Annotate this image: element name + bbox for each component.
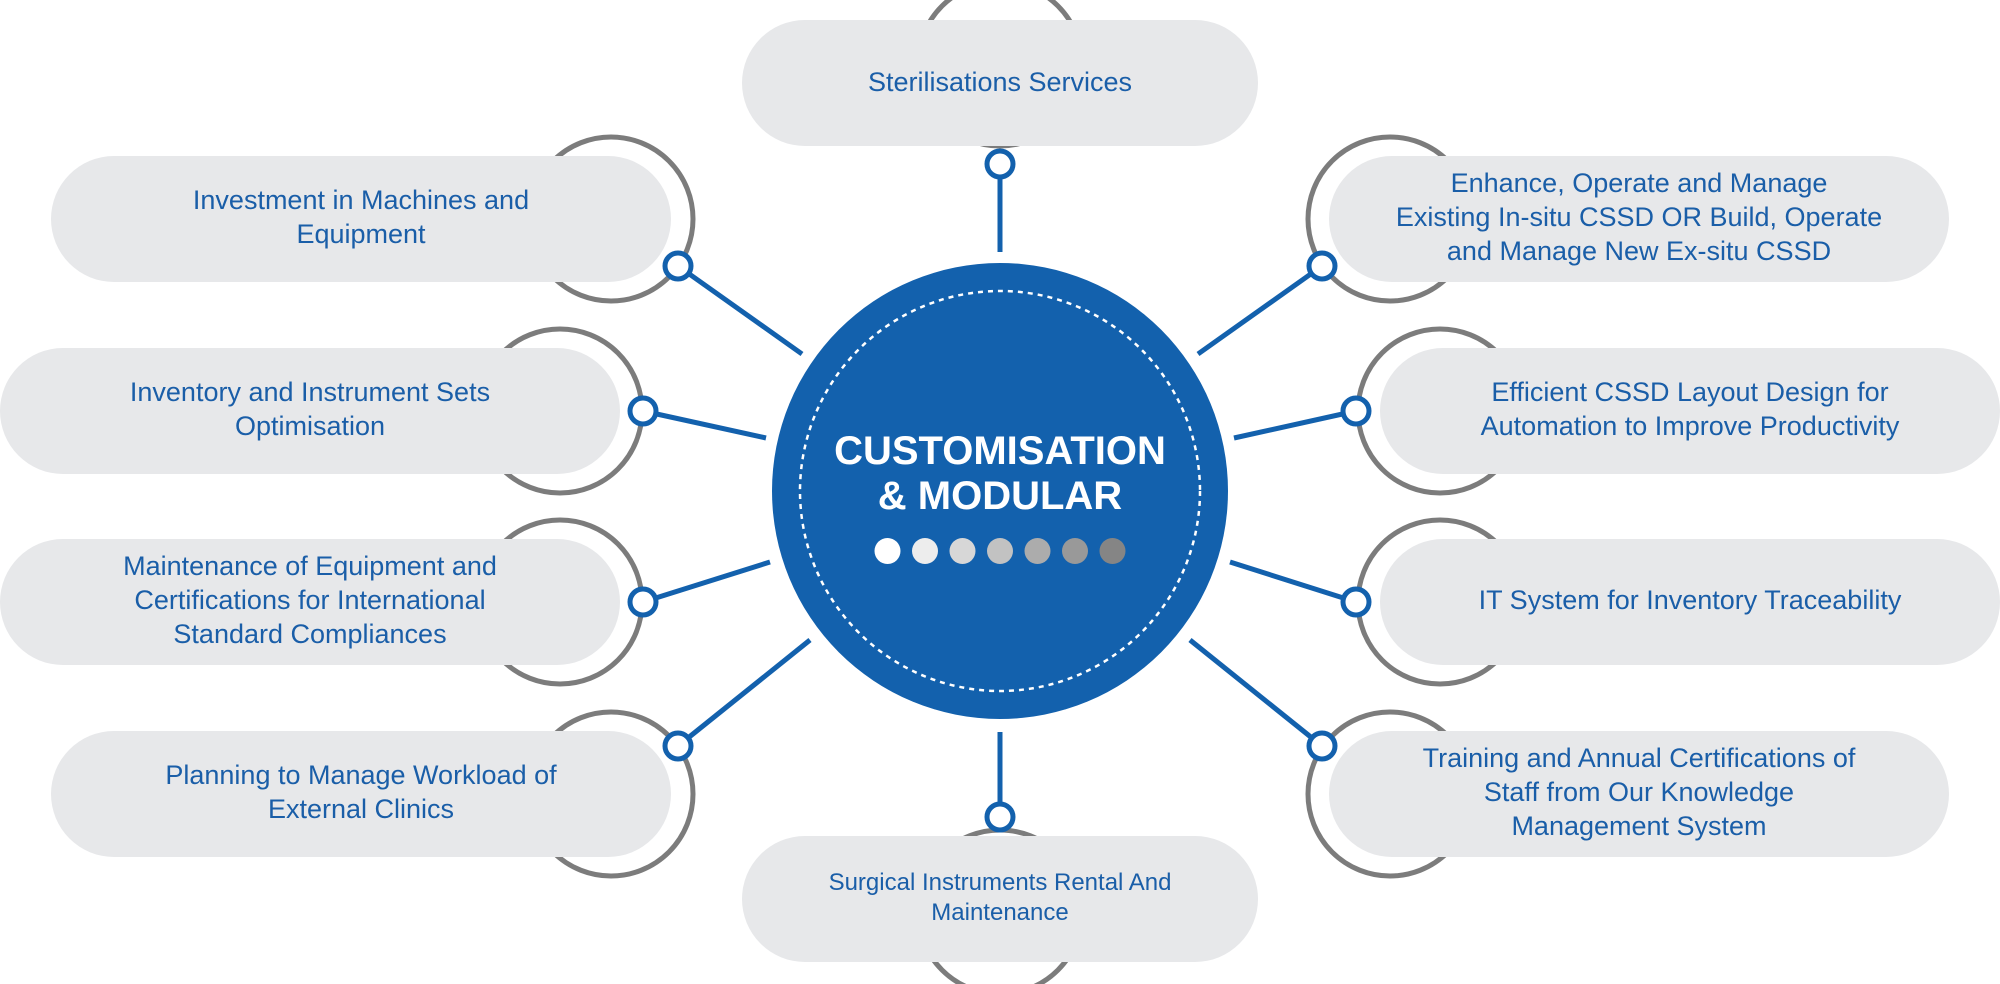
connector-node xyxy=(984,148,1016,180)
service-sterilisation-services: Sterilisations Services xyxy=(742,20,1258,146)
service-label-line: Equipment xyxy=(296,219,426,249)
service-pill xyxy=(742,20,1258,146)
service-pill xyxy=(51,156,671,282)
connector-line xyxy=(642,408,767,441)
service-label-line: Management System xyxy=(1511,811,1766,841)
service-label-line: Staff from Our Knowledge xyxy=(1484,777,1794,807)
service-label-line: Maintenance xyxy=(931,899,1068,926)
service-pill xyxy=(0,348,620,474)
hub-dashed-ring xyxy=(798,289,1202,693)
service-label: Training and Annual Certifications of Sta… xyxy=(1423,743,1856,841)
connector-node xyxy=(662,730,694,762)
hub-dot xyxy=(949,538,976,564)
service-label-line: Enhance, Operate and Manage xyxy=(1451,168,1828,198)
service-label: Planning to Manage Workload of External C… xyxy=(165,760,557,824)
service-label-line: and Manage New Ex-situ CSSD xyxy=(1447,236,1831,266)
hub-dot xyxy=(1099,538,1126,564)
hub-dot xyxy=(1024,538,1051,564)
hub-title-line: & MODULAR xyxy=(878,474,1123,518)
connector-node xyxy=(984,801,1016,833)
service-label-line: Certifications for International xyxy=(134,585,485,615)
service-label-line: Efficient CSSD Layout Design for xyxy=(1491,377,1888,407)
service-label-line: Inventory and Instrument Sets xyxy=(130,377,490,407)
connector-node xyxy=(627,586,659,618)
service-pill xyxy=(1380,348,2000,474)
service-training-certifications: Training and Annual Certifications of Sta… xyxy=(1329,731,1949,857)
hub-circle xyxy=(772,263,1228,719)
service-label-line: External Clinics xyxy=(268,794,454,824)
service-pill xyxy=(1380,539,2000,665)
connector-node xyxy=(1306,250,1338,282)
service-label-line: Investment in Machines and xyxy=(193,185,529,215)
hub-dot xyxy=(987,538,1013,564)
hub-dot xyxy=(912,538,938,564)
connector-line xyxy=(1233,408,1357,441)
connector-node xyxy=(1306,730,1338,762)
service-planning-workload: Planning to Manage Workload of External C… xyxy=(51,731,671,857)
service-label: Sterilisations Services xyxy=(868,67,1132,97)
service-label-line: Training and Annual Certifications of xyxy=(1423,743,1856,773)
service-label-line: Standard Compliances xyxy=(173,619,446,649)
service-pill xyxy=(51,731,671,857)
service-label-line: Automation to Improve Productivity xyxy=(1481,411,1900,441)
service-label-line: Sterilisations Services xyxy=(868,67,1132,97)
hub-title: CUSTOMISATION& MODULAR xyxy=(834,429,1166,518)
connector-node xyxy=(662,250,694,282)
hub-dot xyxy=(874,538,901,564)
connectors xyxy=(627,148,1372,833)
connector-line xyxy=(1188,638,1324,748)
connector-line xyxy=(1196,263,1324,357)
service-label-line: Optimisation xyxy=(235,411,385,441)
service-pill xyxy=(1329,156,1949,282)
service-label-line: Maintenance of Equipment and xyxy=(123,551,497,581)
central-hub: CUSTOMISATION& MODULAR xyxy=(772,263,1228,719)
connector-node xyxy=(1340,395,1372,427)
connector-line xyxy=(1229,559,1357,605)
service-pill xyxy=(0,539,620,665)
service-it-system-traceability: IT System for Inventory Traceability xyxy=(1380,539,2000,665)
service-label: IT System for Inventory Traceability xyxy=(1479,585,1902,615)
service-label-line: IT System for Inventory Traceability xyxy=(1479,585,1902,615)
service-label-line: Existing In-situ CSSD OR Build, Operate xyxy=(1396,202,1882,232)
hub-dot xyxy=(1062,538,1088,564)
service-pill xyxy=(1329,731,1949,857)
connector-line xyxy=(642,559,771,605)
connector-node xyxy=(627,395,659,427)
hub-title-line: CUSTOMISATION xyxy=(834,429,1166,473)
service-pill xyxy=(742,836,1258,962)
connector-line xyxy=(676,263,804,357)
connector-line xyxy=(676,638,812,748)
service-label-line: Planning to Manage Workload of xyxy=(165,760,557,790)
service-label-line: Surgical Instruments Rental And xyxy=(829,869,1172,896)
connector-node xyxy=(1340,586,1372,618)
